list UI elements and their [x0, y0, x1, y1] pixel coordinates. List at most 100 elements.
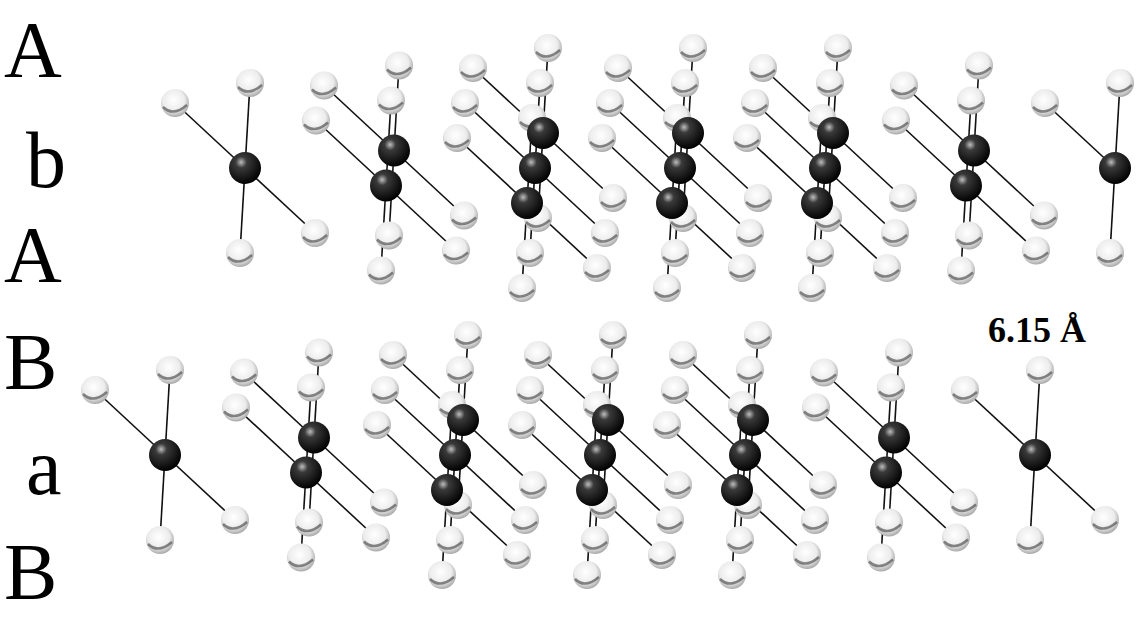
- atom-shading: [598, 105, 622, 112]
- atom-shading: [606, 70, 630, 77]
- chalcogen-atom: [156, 356, 184, 384]
- atom-shading: [735, 140, 759, 147]
- metal-atom: [737, 404, 769, 436]
- atom-shading: [228, 255, 252, 262]
- chalcogen-atom: [573, 561, 601, 589]
- metal-atom: [229, 152, 261, 184]
- atom-shading: [461, 70, 485, 77]
- chalcogen-atom: [146, 526, 174, 554]
- metal-atom: [958, 135, 990, 167]
- metal-atom: [439, 439, 471, 471]
- atom-shading: [526, 220, 550, 227]
- chalcogen-atom: [728, 254, 756, 282]
- atom-shading: [438, 542, 462, 549]
- atom-shading: [444, 253, 468, 260]
- atom-shading: [959, 103, 983, 110]
- atom-shading: [379, 103, 403, 110]
- atom-shading: [303, 235, 327, 242]
- atom-shading: [671, 220, 695, 227]
- atom-shading: [746, 200, 770, 207]
- atom-shading: [869, 560, 893, 567]
- atom-shading: [513, 522, 537, 529]
- atom-shading: [816, 220, 840, 227]
- chalcogen-atom: [736, 356, 764, 384]
- metal-atom: [592, 404, 624, 436]
- bond-lines: [95, 48, 1120, 575]
- atom-shading: [1108, 85, 1132, 92]
- chalcogen-atom: [516, 239, 544, 267]
- atom-shading: [953, 392, 977, 399]
- chalcogen-atom: [802, 394, 830, 422]
- atom-shading: [583, 542, 607, 549]
- chalcogen-atom: [881, 219, 909, 247]
- atom-shading: [738, 235, 762, 242]
- metal-atom: [801, 187, 833, 219]
- atom-shading: [593, 372, 617, 379]
- metal-atom: [431, 474, 463, 506]
- chalcogen-atom: [454, 321, 482, 349]
- atom-shading: [372, 505, 396, 512]
- atom-shading: [826, 50, 850, 57]
- atom-shading: [728, 542, 752, 549]
- atom-shading: [800, 290, 824, 297]
- atom-shading: [808, 255, 832, 262]
- atom-shading: [505, 557, 529, 564]
- atom-shading: [1093, 522, 1117, 529]
- atom-shading: [430, 577, 454, 584]
- chalcogen-atom: [656, 506, 684, 534]
- chalcogen-atom: [951, 376, 979, 404]
- metal-atom: [1099, 152, 1131, 184]
- chalcogen-atom: [599, 321, 627, 349]
- chalcogen-atom: [744, 184, 772, 212]
- chalcogen-atom: [305, 339, 333, 367]
- metal-atom: [950, 170, 982, 202]
- chalcogen-atom: [446, 356, 474, 384]
- chalcogen-atom: [718, 561, 746, 589]
- atom-shading: [681, 50, 705, 57]
- dimension-label: 6.15 Å: [985, 312, 1089, 348]
- atom-shading: [883, 235, 907, 242]
- chalcogen-atom: [801, 506, 829, 534]
- chalcogen-atom: [733, 124, 761, 152]
- atom-shading: [510, 290, 534, 297]
- atom-shading: [448, 372, 472, 379]
- atom-shading: [730, 270, 754, 277]
- chalcogen-atom: [875, 509, 903, 537]
- atom-shading: [738, 372, 762, 379]
- atom-shading: [663, 392, 687, 399]
- atom-shading: [818, 85, 842, 92]
- metal-atom: [672, 117, 704, 149]
- atom-shading: [387, 68, 411, 75]
- chalcogen-atom: [511, 506, 539, 534]
- metal-atom: [656, 187, 688, 219]
- chalcogen-atom: [1096, 239, 1124, 267]
- chalcogen-atom: [588, 124, 616, 152]
- atom-shading: [1024, 253, 1048, 260]
- chalcogen-atom: [459, 54, 487, 82]
- atom-shading: [671, 357, 695, 364]
- atom-shading: [452, 218, 476, 225]
- chalcogen-atom: [942, 524, 970, 552]
- chalcogen-atom: [519, 471, 547, 499]
- chalcogen-atom: [503, 541, 531, 569]
- chalcogen-atom: [450, 202, 478, 230]
- chalcogen-atom: [671, 69, 699, 97]
- chalcogen-atom: [736, 219, 764, 247]
- atom-shading: [373, 392, 397, 399]
- atom-shading: [952, 505, 976, 512]
- layer-label: b: [26, 120, 66, 200]
- atom-shading: [875, 270, 899, 277]
- atom-shading: [591, 507, 615, 514]
- chalcogen-atom: [301, 219, 329, 247]
- chalcogen-atom: [810, 359, 838, 387]
- chalcogen-atom: [287, 544, 315, 572]
- atom-shading: [720, 577, 744, 584]
- metal-atom: [584, 439, 616, 471]
- atom-shading: [521, 487, 545, 494]
- atom-shading: [884, 123, 908, 130]
- metal-atom: [721, 474, 753, 506]
- atom-shading: [518, 255, 542, 262]
- atom-shading: [957, 238, 981, 245]
- metal-atom: [1019, 439, 1051, 471]
- metal-atom: [511, 187, 543, 219]
